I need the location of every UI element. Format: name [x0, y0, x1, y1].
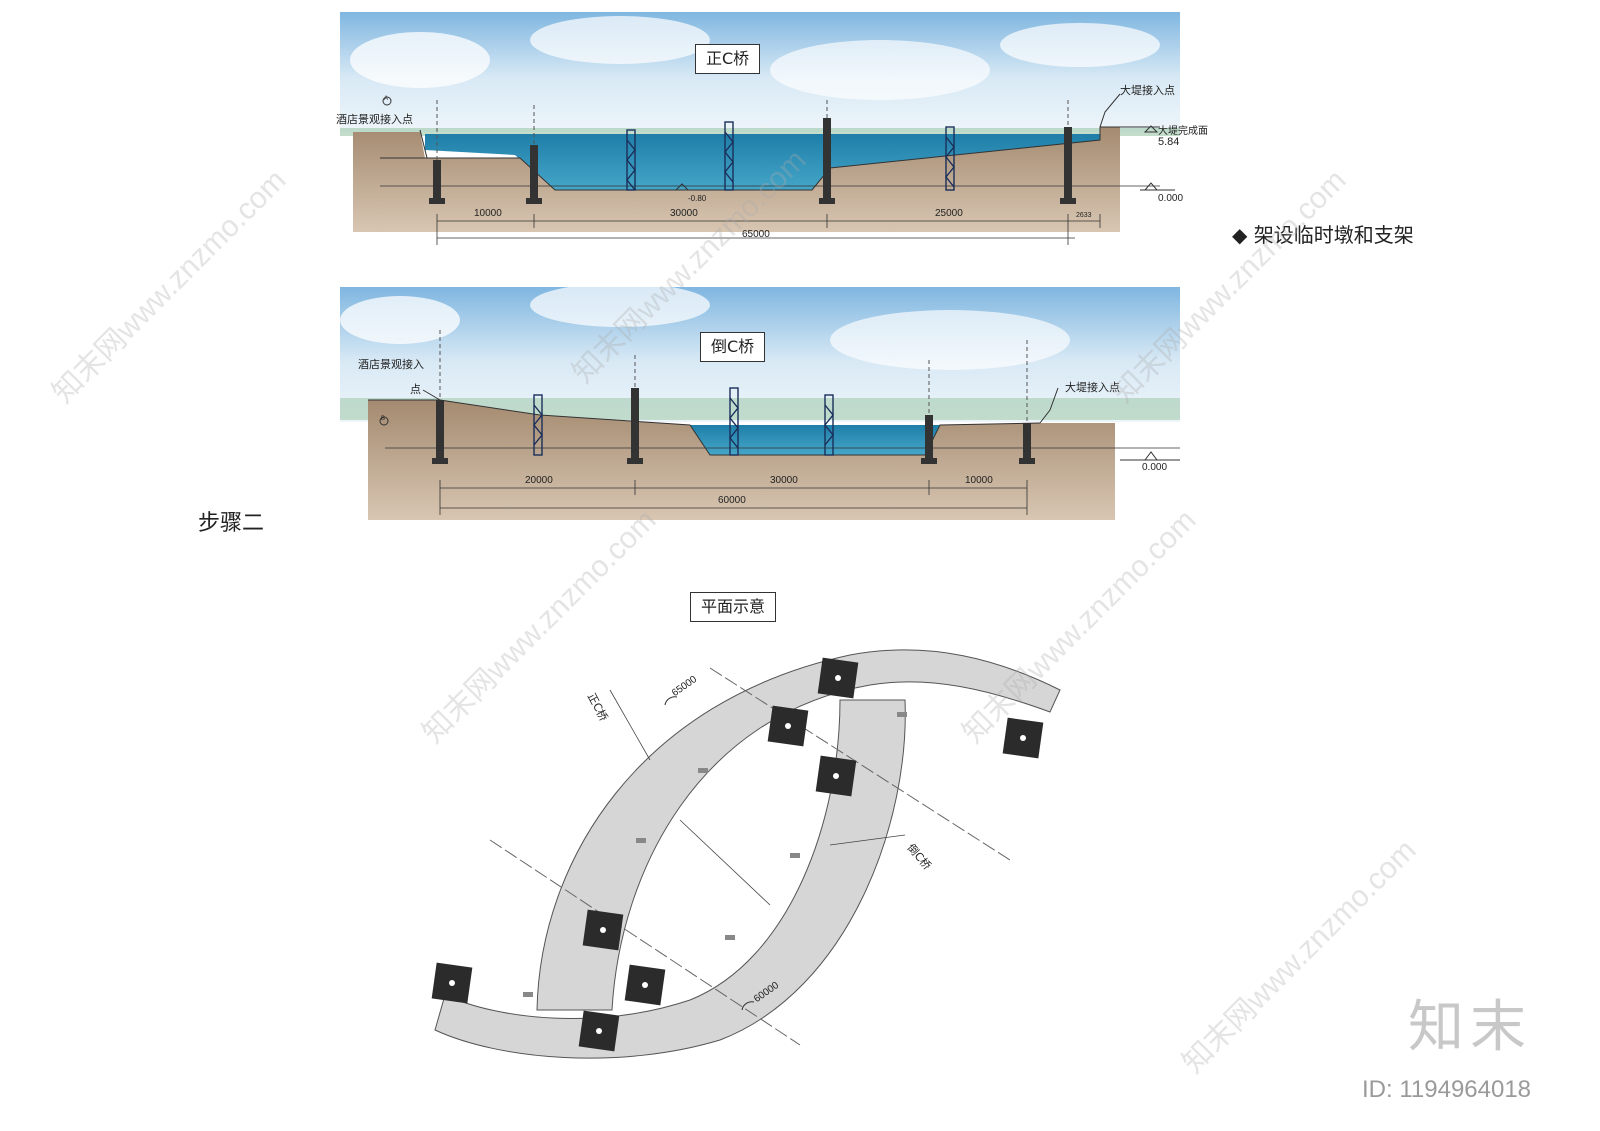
step-label: 步骤二: [198, 511, 265, 536]
section-b-title: 倒C桥: [700, 332, 766, 362]
soil-a: [353, 127, 1120, 232]
dim-a-span-1: 10000: [474, 208, 502, 219]
section-a-water-level: -0.80: [688, 194, 707, 203]
section-b-left-label-1: 酒店景观接入: [358, 358, 424, 371]
section-a-left-label: 酒店景观接入点: [336, 113, 413, 126]
soil-b: [368, 400, 1115, 520]
plan-view: [431, 649, 1061, 1059]
dim-a-span-4: 2633: [1076, 212, 1092, 219]
section-a-marker: A: [384, 96, 389, 102]
section-b-right-label: 大堤接入点: [1065, 381, 1120, 394]
dim-a-span-3: 25000: [935, 208, 963, 219]
section-b-elevation-base: 0.000: [1142, 462, 1168, 473]
dim-b-total: 60000: [718, 495, 746, 506]
dim-b-span-3: 10000: [965, 475, 993, 486]
section-a-title: 正C桥: [695, 44, 761, 74]
section-a-right-sublabel: 大堤完成面: [1158, 126, 1208, 137]
section-a-right-label: 大堤接入点: [1120, 84, 1175, 97]
section-b-marker: B: [381, 416, 386, 422]
section-b-left-label-2: 点: [410, 383, 421, 396]
dim-b-span-2: 30000: [770, 475, 798, 486]
dim-a-total: 65000: [742, 229, 770, 240]
dim-b-span-1: 20000: [525, 475, 553, 486]
water-a: [425, 134, 1100, 190]
dim-a-span-2: 30000: [670, 208, 698, 219]
step-note: ◆ 架设临时墩和支架: [1232, 223, 1414, 247]
upper-c-deck: [536, 649, 1061, 1011]
section-a: [340, 12, 1180, 245]
plan-title: 平面示意: [690, 592, 777, 622]
watermark-logo: 知末: [1408, 995, 1532, 1060]
water-b: [690, 425, 940, 455]
section-a-elevation-top: 5.84: [1158, 136, 1180, 148]
section-a-elevation-base: 0.000: [1158, 193, 1184, 204]
watermark-id: ID: 1194964018: [1362, 1076, 1532, 1103]
lower-c-deck: [434, 699, 906, 1059]
section-b: [340, 283, 1180, 520]
